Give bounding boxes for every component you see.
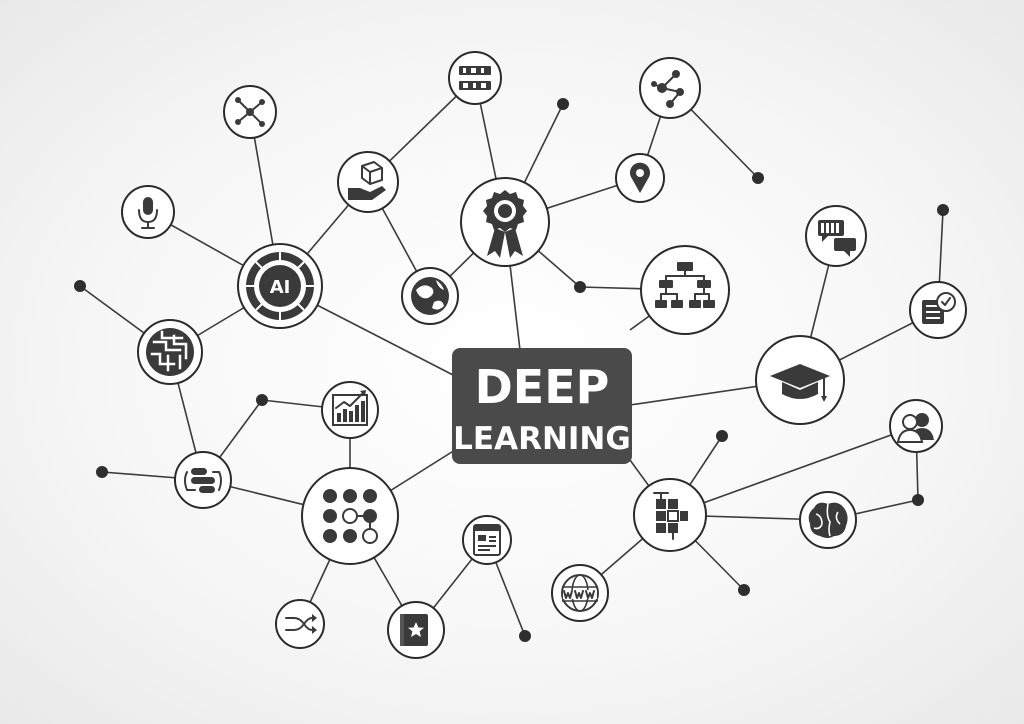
- terminal-dot: [256, 394, 268, 406]
- ai-label: AI: [270, 277, 291, 298]
- ai-brain-icon: AI: [237, 243, 323, 329]
- binary-code-icon: [448, 51, 502, 105]
- growth-chart-icon: [321, 381, 379, 439]
- terminal-dot: [752, 172, 764, 184]
- terminal-dot: [912, 494, 924, 506]
- network-icon: [223, 85, 277, 139]
- terminal-dot: [96, 466, 108, 478]
- checklist-icon: [909, 281, 967, 339]
- shuffle-icon: [275, 599, 325, 649]
- web-page-icon: [462, 515, 512, 565]
- users-icon: [889, 399, 943, 453]
- terminal-dot: [716, 430, 728, 442]
- graduation-cap-icon: [755, 335, 845, 425]
- maze-icon: [137, 319, 203, 385]
- terminal-dot: [519, 630, 531, 642]
- terminal-dot: [574, 281, 586, 293]
- flowchart-icon: [640, 245, 730, 335]
- data-flow-icon: [174, 451, 232, 509]
- award-ribbon-icon: [460, 177, 550, 267]
- center-title-box: DEEP LEARNING: [452, 348, 632, 464]
- terminal-dot: [937, 204, 949, 216]
- www-globe-icon: [551, 564, 609, 622]
- title-line-2: LEARNING: [453, 421, 631, 457]
- brain-icon: [799, 491, 857, 549]
- location-pin-icon: [615, 153, 665, 203]
- molecule-icon: [639, 57, 701, 119]
- microphone-icon: [121, 185, 175, 239]
- chat-bubbles-icon: [805, 205, 867, 267]
- book-star-icon: [387, 601, 445, 659]
- terminal-dots: [74, 98, 949, 642]
- title-line-1: DEEP: [475, 360, 610, 414]
- terminal-dot: [74, 280, 86, 292]
- terminal-dot: [738, 584, 750, 596]
- globe-icon: [401, 267, 459, 325]
- puzzle-cube-icon: [633, 478, 707, 552]
- terminal-dot: [557, 98, 569, 110]
- dot-grid-icon: [301, 467, 399, 565]
- hand-box-icon: [337, 151, 399, 213]
